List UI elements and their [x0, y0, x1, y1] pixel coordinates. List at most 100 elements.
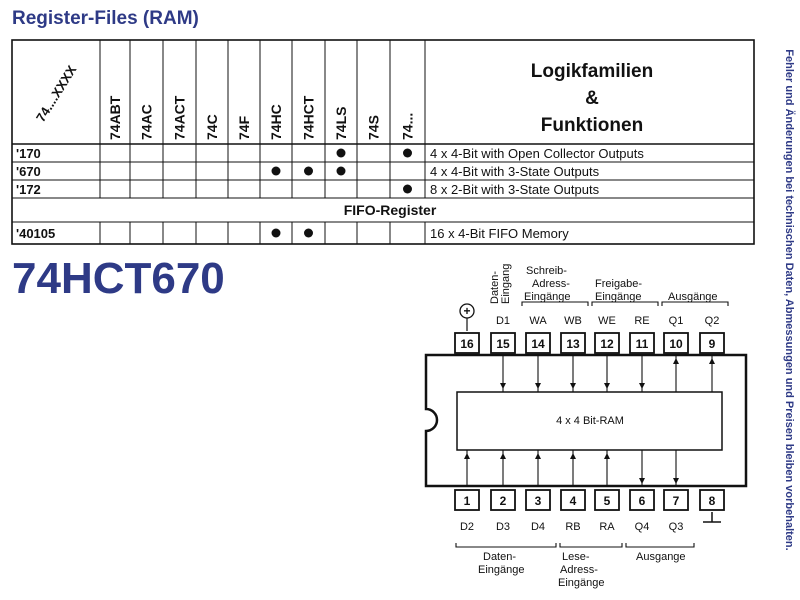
bottom-group-daten-line-2: Eingänge: [478, 564, 525, 576]
top-group-ausgaenge: Ausgänge: [668, 291, 718, 303]
ic-body: [424, 353, 748, 488]
pin-number: 5: [604, 494, 611, 508]
pin-label: WB: [564, 315, 582, 327]
ram-block-label: 4 x 4 Bit-RAM: [556, 415, 624, 427]
pin-box: [699, 332, 725, 354]
pin-4: 4RB: [560, 450, 586, 533]
table-border: [11, 39, 755, 245]
pin-box: [525, 332, 551, 354]
pin-number: 6: [639, 494, 646, 508]
function-header-line-2: &: [585, 88, 599, 109]
bottom-group-lese-line-1: Lese-: [562, 551, 590, 563]
family-header: 74LS: [333, 107, 349, 140]
bottom-group-lese-line-3: Eingänge: [558, 577, 605, 589]
pin-12: 12 WE: [594, 315, 620, 392]
pin-5: 5RA: [594, 450, 620, 533]
pin-label: D2: [460, 521, 474, 533]
pin-number: 12: [600, 337, 614, 351]
pin-2: 2D3: [490, 450, 516, 533]
pin-box: [560, 489, 586, 511]
pin-number: 10: [669, 337, 683, 351]
availability-dot: [304, 166, 313, 176]
pin-label: WA: [529, 315, 547, 327]
family-header: 74ACT: [172, 95, 188, 140]
part-code: '170: [16, 146, 41, 161]
availability-dot: [304, 228, 313, 238]
pin-16: 16: [454, 332, 480, 354]
pin-label: D3: [496, 521, 510, 533]
top-group-daten-line-2: Eingang: [500, 264, 512, 304]
ram-block: [456, 391, 723, 451]
pin-1: 1D2: [454, 450, 480, 533]
pin-7: 7Q3: [663, 450, 689, 533]
pin-14: 14 WA: [525, 315, 551, 392]
top-group-schreib-line-3: Eingänge: [524, 291, 571, 303]
row-description: 16 x 4-Bit FIFO Memory: [430, 226, 569, 241]
availability-dot: [336, 148, 346, 158]
pin-label: Q1: [669, 315, 684, 327]
pin-15: 15 D1: [490, 315, 516, 392]
availability-dot: [403, 148, 412, 158]
bottom-group-daten-line-1: Daten-: [483, 551, 516, 563]
pin-box: [663, 332, 689, 354]
pin-box: [490, 332, 516, 354]
part-code: '40105: [16, 226, 55, 241]
family-header: 74...: [400, 113, 416, 140]
section-label-fifo: FIFO-Register: [344, 202, 437, 218]
pin-number: 14: [531, 337, 545, 351]
row-description: 8 x 2-Bit with 3-State Outputs: [430, 182, 600, 197]
page-title: Register-Files (RAM): [12, 8, 199, 29]
pin-number: 1: [464, 494, 471, 508]
pin-box: [594, 332, 620, 354]
pin-label: D1: [496, 315, 510, 327]
family-header: 74AC: [139, 104, 155, 140]
function-header-line-1: Logikfamilien: [531, 61, 653, 82]
pin-label: RB: [565, 521, 580, 533]
pin-label: D4: [531, 521, 545, 533]
family-header: 74F: [236, 115, 252, 140]
pin-box: [629, 332, 655, 354]
ground-symbol-icon: [703, 512, 721, 523]
pin-box: [594, 489, 620, 511]
pin-number: 15: [496, 337, 510, 351]
pin-label: RE: [634, 315, 649, 327]
logic-family-table: [11, 39, 755, 245]
pin-number: 3: [535, 494, 542, 508]
corner-label: 74....XXXX: [33, 62, 80, 124]
function-header-line-3: Funktionen: [541, 115, 643, 136]
bottom-group-ausgaenge: Ausgange: [636, 551, 686, 563]
pin-10: 10 Q1: [663, 315, 689, 392]
pin-box: [629, 489, 655, 511]
pin-box: [560, 332, 586, 354]
family-header: 74C: [204, 114, 220, 140]
pin-number: 4: [570, 494, 577, 508]
pin-number: 16: [460, 337, 474, 351]
part-code: '670: [16, 164, 41, 179]
table-row: '172 8 x 2-Bit with 3-State Outputs: [16, 182, 600, 197]
pin-box: [663, 489, 689, 511]
pin-number: 7: [673, 494, 680, 508]
family-header: 74ABT: [107, 95, 123, 140]
part-code: '172: [16, 182, 41, 197]
row-description: 4 x 4-Bit with 3-State Outputs: [430, 164, 600, 179]
pin-8: 8: [699, 489, 725, 511]
pin-number: 8: [709, 494, 716, 508]
pin-6: 6Q4: [629, 450, 655, 533]
table-row: '670 4 x 4-Bit with 3-State Outputs: [16, 164, 600, 179]
pin-box: [699, 489, 725, 511]
pin-label: WE: [598, 315, 616, 327]
top-group-schreib-line-2: Adress-: [532, 278, 570, 290]
family-header: 74S: [366, 115, 382, 140]
table-row: '40105 16 x 4-Bit FIFO Memory: [16, 226, 569, 241]
availability-dot: [336, 166, 346, 176]
pin-box: [454, 489, 480, 511]
pin-label: Q4: [635, 521, 650, 533]
family-header: 74HC: [268, 104, 284, 140]
top-group-freigabe-line-2: Eingänge: [595, 291, 642, 303]
pin-box: [525, 489, 551, 511]
pin-label: Q3: [669, 521, 684, 533]
bottom-group-lese-line-2: Adress-: [560, 564, 598, 576]
